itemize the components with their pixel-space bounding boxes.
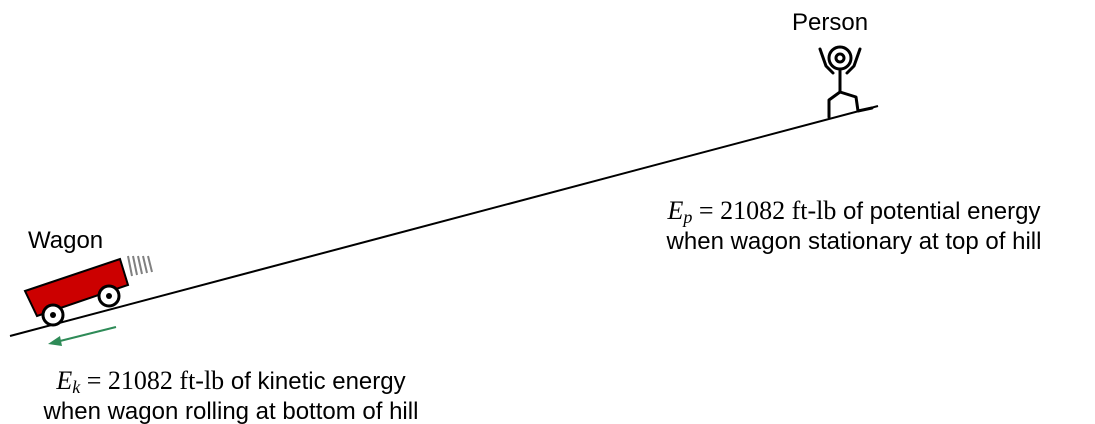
wagon-wheel-rear (43, 305, 63, 325)
potential-energy-equation: Ep = 21082 ft-lb (668, 196, 837, 225)
potential-energy-annotation: Ep = 21082 ft-lb of potential energy whe… (625, 196, 1083, 257)
person-label: Person (792, 8, 868, 38)
potential-energy-text: of potential energy (843, 198, 1040, 225)
kinetic-energy-line2: when wagon rolling at bottom of hill (16, 397, 446, 424)
kinetic-energy-text: of kinetic energy (231, 368, 406, 395)
kinetic-energy-line1: Ek = 21082 ft-lb of kinetic energy (16, 366, 446, 397)
person-figure (820, 47, 872, 117)
wagon-label: Wagon (28, 226, 103, 256)
person-head (829, 47, 851, 69)
kinetic-energy-annotation: Ek = 21082 ft-lb of kinetic energy when … (16, 366, 446, 424)
motion-arrow (48, 327, 116, 346)
potential-energy-line2: when wagon stationary at top of hill (625, 227, 1083, 257)
wagon-speed-lines (128, 256, 152, 276)
kinetic-energy-equation: Ek = 21082 ft-lb (56, 366, 224, 395)
person-face (836, 54, 844, 62)
potential-energy-line1: Ep = 21082 ft-lb of potential energy (625, 196, 1083, 227)
wagon-wheel-front (99, 286, 119, 306)
